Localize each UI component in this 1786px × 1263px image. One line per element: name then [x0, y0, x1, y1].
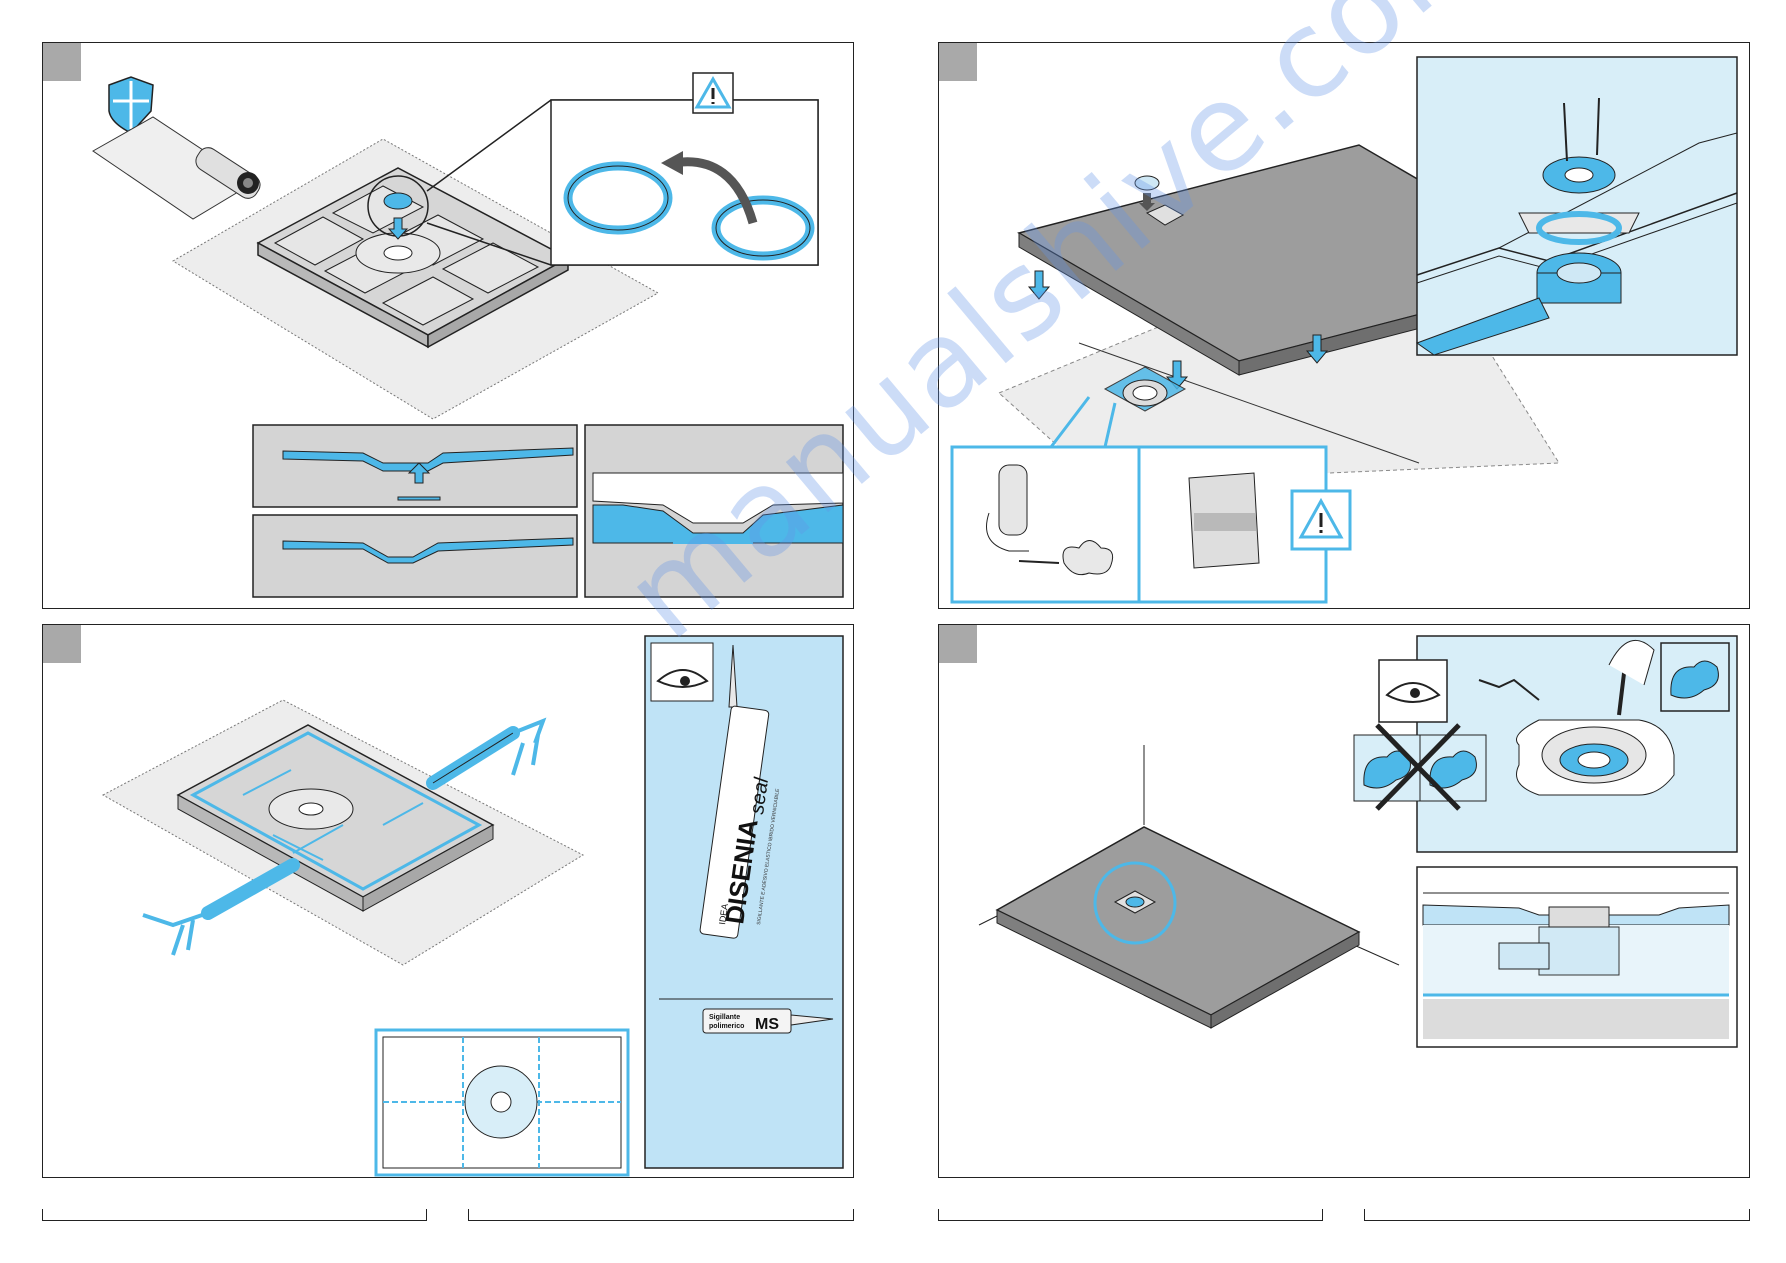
cross-section-installed [584, 424, 844, 598]
sealant-top-view [374, 1028, 630, 1177]
sealant-gun-right [426, 717, 547, 790]
footer-rule [468, 1209, 854, 1221]
step-number-marker [43, 625, 81, 663]
step-number-marker [43, 43, 81, 81]
footer-rule [1364, 1209, 1750, 1221]
ms-label-line1: Sigillante [709, 1014, 740, 1021]
warning-triangle-icon [1290, 489, 1352, 551]
sealant-gun-left [142, 858, 300, 956]
cartridge-tube [699, 644, 770, 939]
panel-2-illustration [950, 56, 1738, 604]
drain-detail [1415, 56, 1738, 356]
eye-icon [656, 669, 709, 688]
spray-can [986, 464, 1114, 576]
product-brand-small: IDEA [717, 903, 730, 925]
membrane-roll [92, 116, 261, 220]
shower-tray [176, 724, 495, 912]
installed-section-detail [1416, 866, 1738, 1048]
step-number-marker [939, 43, 977, 81]
step-panel-2 [938, 42, 1750, 609]
warning-triangle-icon [692, 72, 734, 114]
gasket-callout [426, 99, 819, 266]
cross-icon [1375, 723, 1461, 811]
ms-label-line2: polimerico [709, 1023, 744, 1030]
drain-on-floor [1103, 366, 1187, 412]
cross-section-after [252, 514, 578, 598]
ms-label-big: MS [755, 1016, 779, 1033]
step-panel-4 [938, 624, 1750, 1178]
panel-4-illustration [978, 635, 1738, 1048]
product-panel: DISENIA seal IDEA SIGILLANTE E ADESIVO E… [644, 635, 844, 1169]
panel-3-illustration: DISENIA seal IDEA SIGILLANTE E ADESIVO E… [101, 635, 844, 1177]
step-panel-1 [42, 42, 854, 609]
panel-1-illustration [92, 72, 844, 598]
footer-rule [42, 1209, 427, 1221]
finished-shower-tray [995, 826, 1361, 1029]
mortar-bag [1188, 472, 1260, 569]
product-script: seal [746, 776, 773, 816]
muscle-arm-icon [1660, 642, 1730, 712]
ms-tube: Sigillante polimerico MS [702, 1008, 834, 1034]
eye-icon [1378, 659, 1448, 723]
over-tighten-not-allowed [1353, 723, 1487, 811]
cross-section-before [252, 424, 578, 508]
footer-rule [938, 1209, 1323, 1221]
step-number-marker [939, 625, 977, 663]
primer-box [950, 445, 1141, 604]
shower-tray [256, 167, 570, 349]
step-panel-3: DISENIA seal IDEA SIGILLANTE E ADESIVO E… [42, 624, 854, 1178]
